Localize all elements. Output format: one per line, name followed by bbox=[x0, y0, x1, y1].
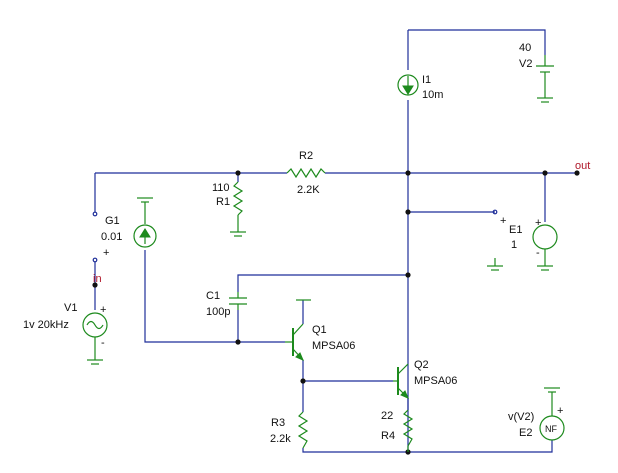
i1-value: 10m bbox=[422, 89, 443, 101]
i1-name: I1 bbox=[422, 74, 431, 86]
e2-plus: + bbox=[557, 405, 563, 417]
v1-minus: - bbox=[101, 337, 105, 349]
wires bbox=[94, 29, 577, 453]
r4-name: R4 bbox=[381, 430, 395, 442]
v1-sine bbox=[86, 320, 104, 330]
r2-value: 2.2K bbox=[297, 184, 320, 196]
wire-bottom-rail bbox=[302, 440, 553, 453]
node-in-label: in bbox=[93, 273, 102, 285]
terminal bbox=[92, 211, 98, 217]
e1-value: 1 bbox=[511, 239, 517, 251]
e1-plus: + bbox=[500, 215, 506, 227]
q1-emitter-arrow bbox=[295, 352, 304, 361]
e2-value: v(V2) bbox=[508, 411, 534, 423]
i1-arrow-head bbox=[402, 85, 414, 95]
e1-name: E1 bbox=[509, 224, 522, 236]
c1-value: 100p bbox=[206, 306, 230, 318]
i1-symbol bbox=[397, 74, 419, 96]
r3-symbol bbox=[297, 411, 309, 449]
junction bbox=[542, 170, 548, 176]
junction bbox=[574, 170, 580, 176]
r4-value: 22 bbox=[381, 410, 393, 422]
q1-name: Q1 bbox=[312, 324, 327, 336]
q1-value: MPSA06 bbox=[312, 340, 355, 352]
v2-value: 40 bbox=[519, 42, 531, 54]
r1-value: 110 bbox=[212, 182, 230, 194]
junctions bbox=[92, 170, 580, 455]
r3-value: 2.2k bbox=[270, 433, 291, 445]
junction bbox=[405, 272, 411, 278]
g1-symbol bbox=[133, 224, 157, 248]
e2-name: E2 bbox=[519, 427, 532, 439]
r2-name: R2 bbox=[299, 150, 313, 162]
r4-symbol bbox=[402, 409, 414, 447]
v1-value: 1v 20kHz bbox=[23, 319, 69, 331]
junction bbox=[235, 339, 241, 345]
wire-q1-emitter bbox=[302, 360, 393, 382]
q2-emitter-arrow bbox=[400, 390, 409, 399]
terminal bbox=[492, 209, 498, 215]
node-out-label: out bbox=[575, 160, 590, 172]
r1-name: R1 bbox=[216, 196, 230, 208]
junction bbox=[405, 170, 411, 176]
c1-name: C1 bbox=[206, 290, 220, 302]
components bbox=[82, 55, 565, 452]
q2-name: Q2 bbox=[414, 359, 429, 371]
r2-symbol bbox=[286, 167, 326, 179]
e1-src-minus: - bbox=[536, 247, 540, 259]
e1-src-plus: + bbox=[535, 217, 541, 229]
e2-symbol bbox=[539, 415, 565, 441]
v1-name: V1 bbox=[64, 302, 77, 314]
g1-name: G1 bbox=[105, 215, 120, 227]
junction bbox=[92, 282, 98, 288]
junction bbox=[235, 170, 241, 176]
v1-plus: + bbox=[100, 304, 106, 316]
wire-c1-top bbox=[237, 274, 408, 292]
terminal bbox=[92, 257, 98, 263]
q2-collector bbox=[397, 363, 409, 375]
q2-value: MPSA06 bbox=[414, 375, 457, 387]
wire-v2-top bbox=[408, 29, 546, 55]
g1-arrow-head bbox=[139, 228, 151, 238]
junction bbox=[405, 209, 411, 215]
e2-symbol-text: NF bbox=[545, 424, 557, 434]
labels: 40 V2 I1 10m R2 2.2K 110 R1 G1 0.01 + + … bbox=[23, 42, 590, 445]
q1-collector bbox=[292, 323, 304, 336]
r3-name: R3 bbox=[271, 417, 285, 429]
v2-name: V2 bbox=[519, 58, 532, 70]
g1-value: 0.01 bbox=[101, 231, 122, 243]
junction bbox=[300, 378, 306, 384]
g1-plus: + bbox=[103, 247, 109, 259]
r1-symbol bbox=[232, 181, 244, 216]
